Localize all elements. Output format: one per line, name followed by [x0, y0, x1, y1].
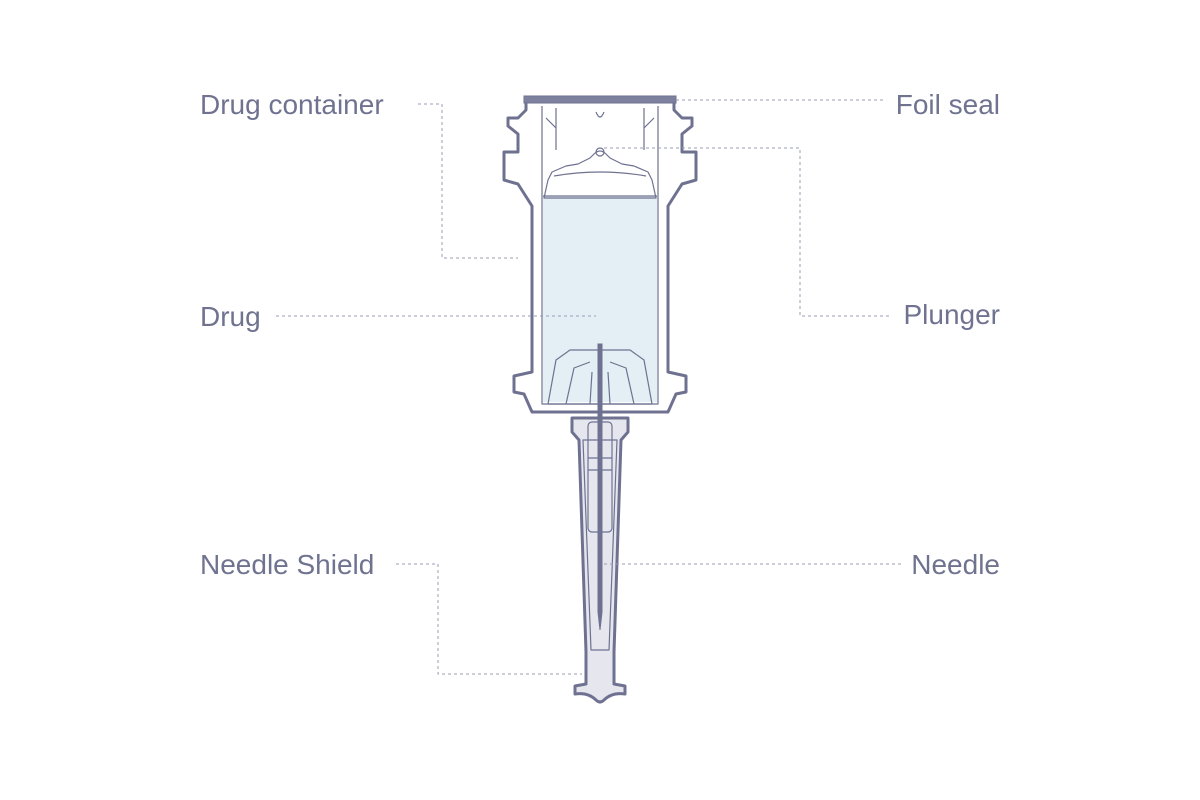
needle-hub: [547, 349, 653, 405]
needle-shield-inner-channel: [582, 439, 618, 651]
needle: [597, 343, 603, 631]
foil-seal: [523, 95, 677, 104]
leader-drug-container: [418, 103, 518, 259]
leader-plunger: [604, 147, 890, 317]
plunger: [543, 147, 657, 199]
label-plunger: Plunger: [903, 299, 1000, 330]
label-needle-shield: Needle Shield: [200, 549, 374, 580]
label-needle: Needle: [911, 549, 1000, 580]
label-foil-seal: Foil seal: [896, 89, 1000, 120]
label-drug-container: Drug container: [200, 89, 384, 120]
leader-needle-shield: [396, 563, 582, 675]
label-drug: Drug: [200, 301, 261, 332]
